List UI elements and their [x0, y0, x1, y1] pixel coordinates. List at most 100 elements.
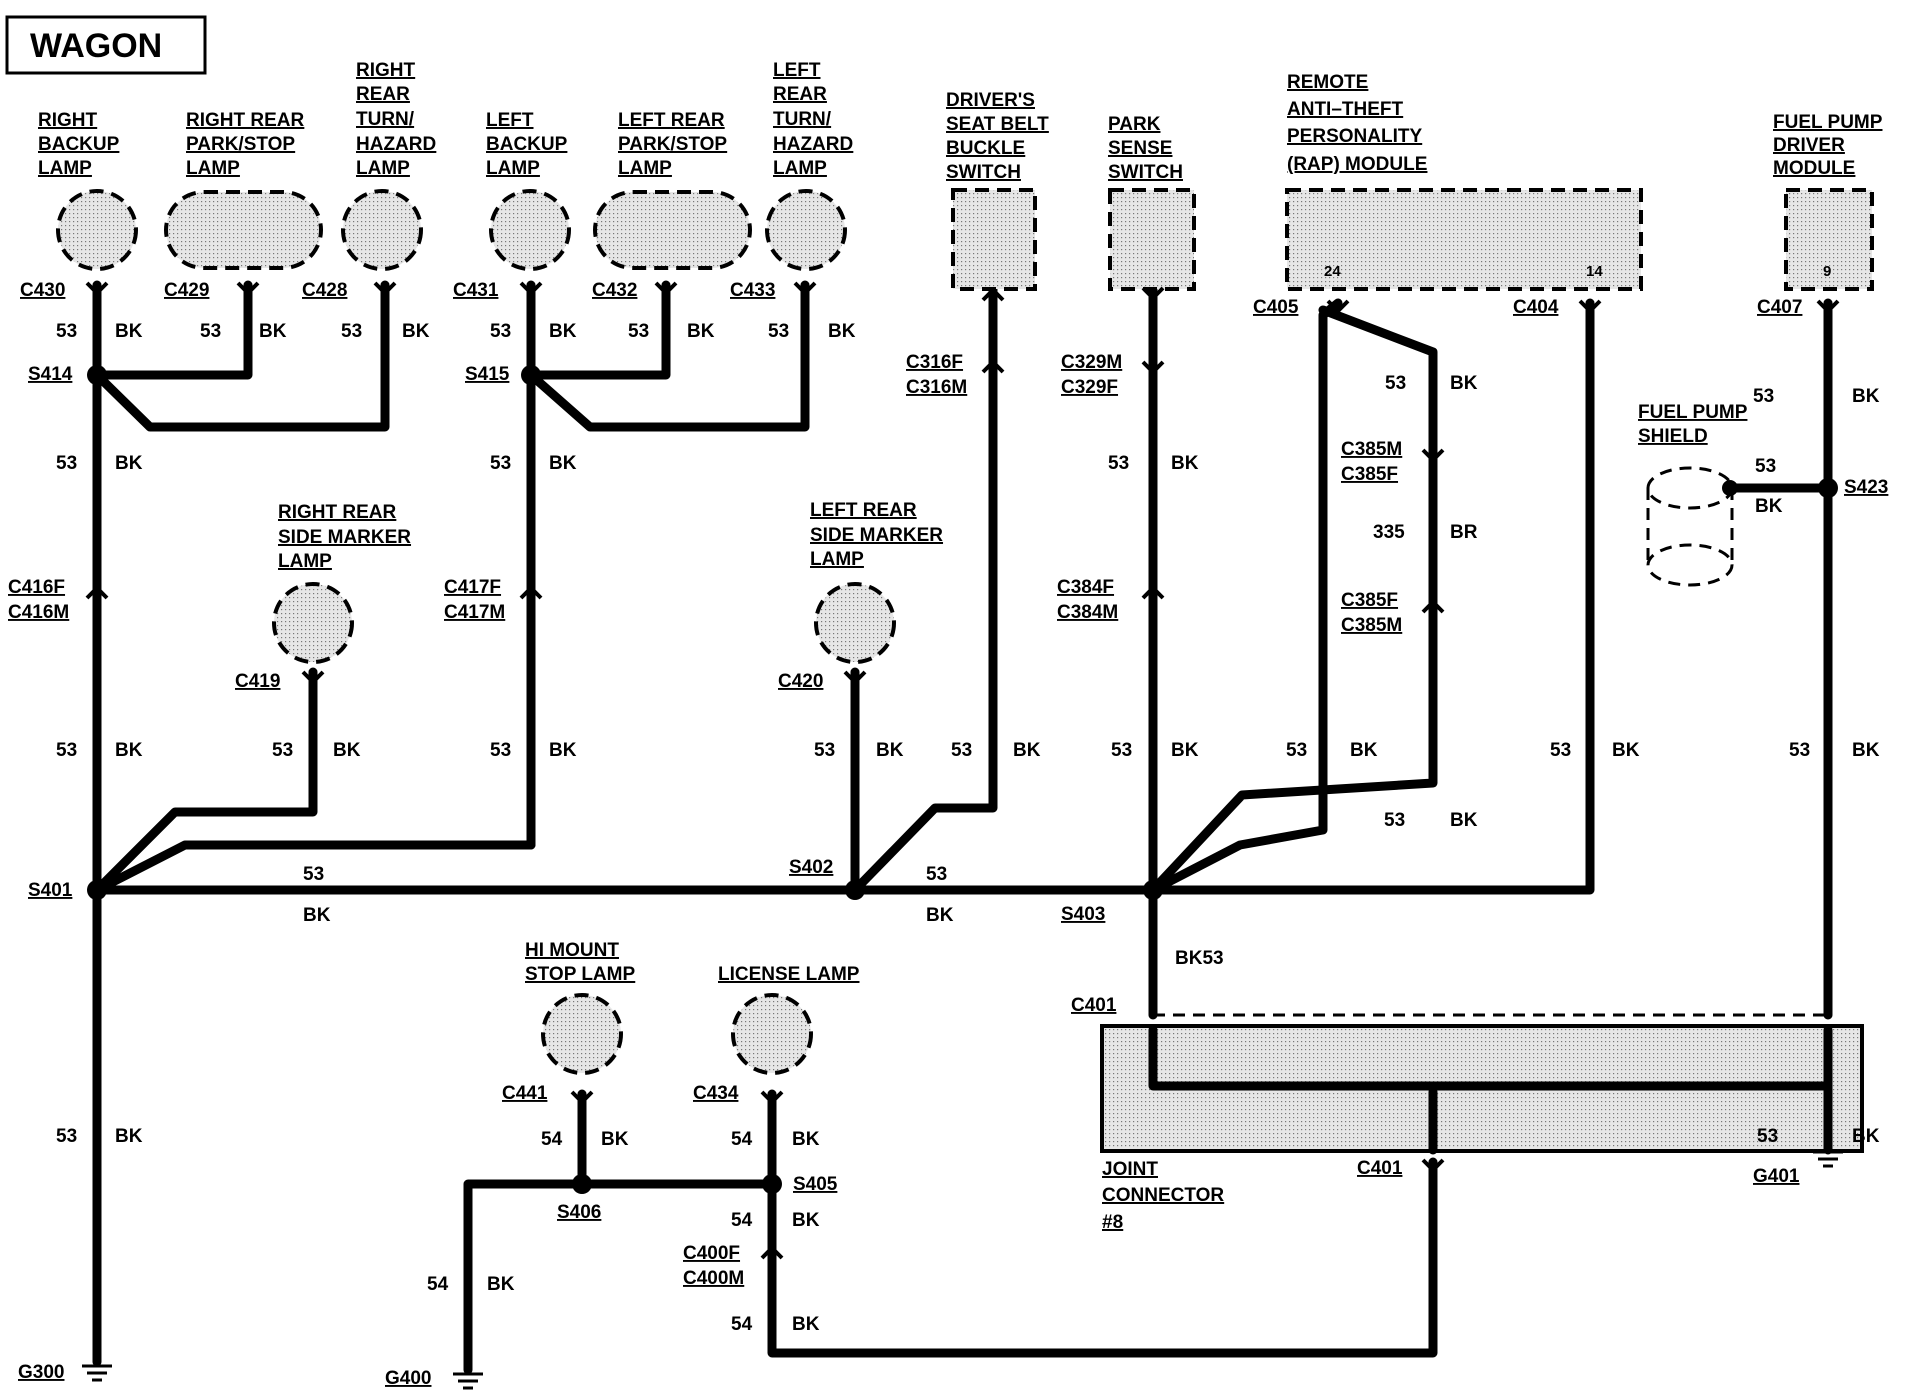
label-r-turn-1: RIGHT: [356, 60, 416, 81]
wl-15c: BK: [333, 740, 361, 761]
wl-11c: BR: [1450, 522, 1478, 543]
splice-s414: S414: [28, 364, 73, 385]
splice-s403: S403: [1061, 904, 1105, 925]
left-rear-turn-hazard-lamp: [765, 189, 847, 271]
conn-c401-bottom: C401: [1357, 1158, 1403, 1179]
splice-s405: S405: [793, 1174, 838, 1195]
label-rap-2: ANTI–THEFT: [1287, 99, 1404, 120]
label-rr-park-stop-3: LAMP: [186, 158, 240, 179]
fuel-pump-shield-top: [1646, 466, 1734, 510]
label-seatbelt-1: DRIVER'S: [946, 90, 1035, 111]
license-lamp: [731, 993, 813, 1075]
wl-11n: 335: [1373, 522, 1405, 543]
conn-c384f: C384F: [1057, 577, 1114, 598]
label-rr-park-stop-2: PARK/STOP: [186, 134, 295, 155]
conn-c316m: C316M: [906, 377, 967, 398]
label-park-sense-1: PARK: [1108, 114, 1161, 135]
conn-c404: C404: [1513, 297, 1559, 318]
ground-labels: G300 G400 G401: [18, 1166, 1800, 1389]
conn-c385f-b: C385F: [1341, 590, 1398, 611]
splice-s401: S401: [28, 880, 73, 901]
wire-rap-24: [1148, 298, 1343, 895]
conn-c420: C420: [778, 671, 823, 692]
conn-c385m-a: C385M: [1341, 439, 1402, 460]
conn-c430: C430: [20, 280, 65, 301]
label-rr-side-marker-1: RIGHT REAR: [278, 502, 397, 523]
label-left-backup-3: LAMP: [486, 158, 540, 179]
left-rear-park-stop-lamp: [593, 190, 752, 270]
conn-c401-top: C401: [1071, 995, 1117, 1016]
wl-14c: BK: [115, 740, 143, 761]
splice-dots: [87, 365, 1838, 1194]
conn-c316f: C316F: [906, 352, 963, 373]
ground-g300: G300: [18, 1362, 64, 1383]
label-joint-connector-2: CONNECTOR: [1102, 1185, 1224, 1206]
ground-g400: G400: [385, 1368, 431, 1389]
label-l-turn-4: HAZARD: [773, 134, 853, 155]
ground-g401: G401: [1753, 1166, 1800, 1187]
fuel-pump-driver-module: [1784, 188, 1874, 291]
title-box: [5, 15, 207, 75]
wl-30c: BK: [792, 1210, 820, 1231]
wl-3c: BK: [402, 321, 430, 342]
conn-c416m: C416M: [8, 602, 69, 623]
right-backup-lamp: [56, 189, 138, 271]
wl-23c: BK: [1852, 740, 1880, 761]
wl-18c: BK: [1013, 740, 1041, 761]
diagram-title: WAGON: [30, 27, 162, 65]
conn-c441: C441: [502, 1083, 548, 1104]
conn-c428: C428: [302, 280, 347, 301]
conn-c385m-b: C385M: [1341, 615, 1402, 636]
wl-20n: 53: [1286, 740, 1307, 761]
wl-10n: 53: [1385, 373, 1406, 394]
wl-31n: 54: [427, 1274, 449, 1295]
label-lr-side-marker-3: LAMP: [810, 549, 864, 570]
park-sense-switch: [1108, 188, 1196, 291]
conn-c417f: C417F: [444, 577, 501, 598]
label-rap-1: REMOTE: [1287, 72, 1368, 93]
wl-27n: 53: [56, 1126, 77, 1147]
conn-c434: C434: [693, 1083, 739, 1104]
wire-left-turn-hazard: [526, 280, 810, 432]
components: [56, 188, 1874, 1075]
wl-6c: BK: [828, 321, 856, 342]
wl-5n: 53: [628, 321, 649, 342]
label-park-sense-3: SWITCH: [1108, 162, 1183, 183]
label-lr-side-marker-2: SIDE MARKER: [810, 525, 943, 546]
label-left-backup-1: LEFT: [486, 110, 534, 131]
wire-rap-14: [1148, 298, 1595, 895]
label-rr-side-marker-2: SIDE MARKER: [278, 527, 411, 548]
conn-c329m: C329M: [1061, 352, 1122, 373]
conn-c400m: C400M: [683, 1268, 744, 1289]
joint-connector-bus: [1148, 1025, 1833, 1091]
wl-17c: BK: [876, 740, 904, 761]
label-r-turn-4: HAZARD: [356, 134, 436, 155]
wl-12c: BK: [1852, 386, 1880, 407]
right-rear-park-stop-lamp: [164, 190, 323, 270]
pin-rap-14: 14: [1586, 263, 1603, 280]
wl-21n: 53: [1384, 810, 1405, 831]
label-rr-side-marker-3: LAMP: [278, 551, 332, 572]
wl-16n: 53: [490, 740, 511, 761]
right-rear-side-marker-lamp: [272, 582, 354, 664]
wl-20c: BK: [1350, 740, 1378, 761]
wl-9n: 53: [1108, 453, 1129, 474]
wl-19c: BK: [1171, 740, 1199, 761]
component-labels: RIGHT BACKUP LAMP RIGHT REAR PARK/STOP L…: [38, 60, 1883, 1233]
splice-s406: S406: [557, 1202, 601, 1223]
wl-32c: BK: [792, 1314, 820, 1335]
wl-4c: BK: [549, 321, 577, 342]
left-rear-side-marker-lamp: [814, 582, 896, 664]
right-rear-turn-hazard-lamp: [341, 189, 423, 271]
conn-c432: C432: [592, 280, 637, 301]
conn-c405: C405: [1253, 297, 1299, 318]
wl-22n: 53: [1550, 740, 1571, 761]
label-l-turn-5: LAMP: [773, 158, 827, 179]
conn-c419: C419: [235, 671, 280, 692]
label-right-backup-lamp-3: LAMP: [38, 158, 92, 179]
wire-s406-s405: [463, 1179, 777, 1375]
wires: [92, 280, 1833, 1375]
label-hi-mount-2: STOP LAMP: [525, 964, 635, 985]
label-fpdm-1: FUEL PUMP: [1773, 112, 1883, 133]
